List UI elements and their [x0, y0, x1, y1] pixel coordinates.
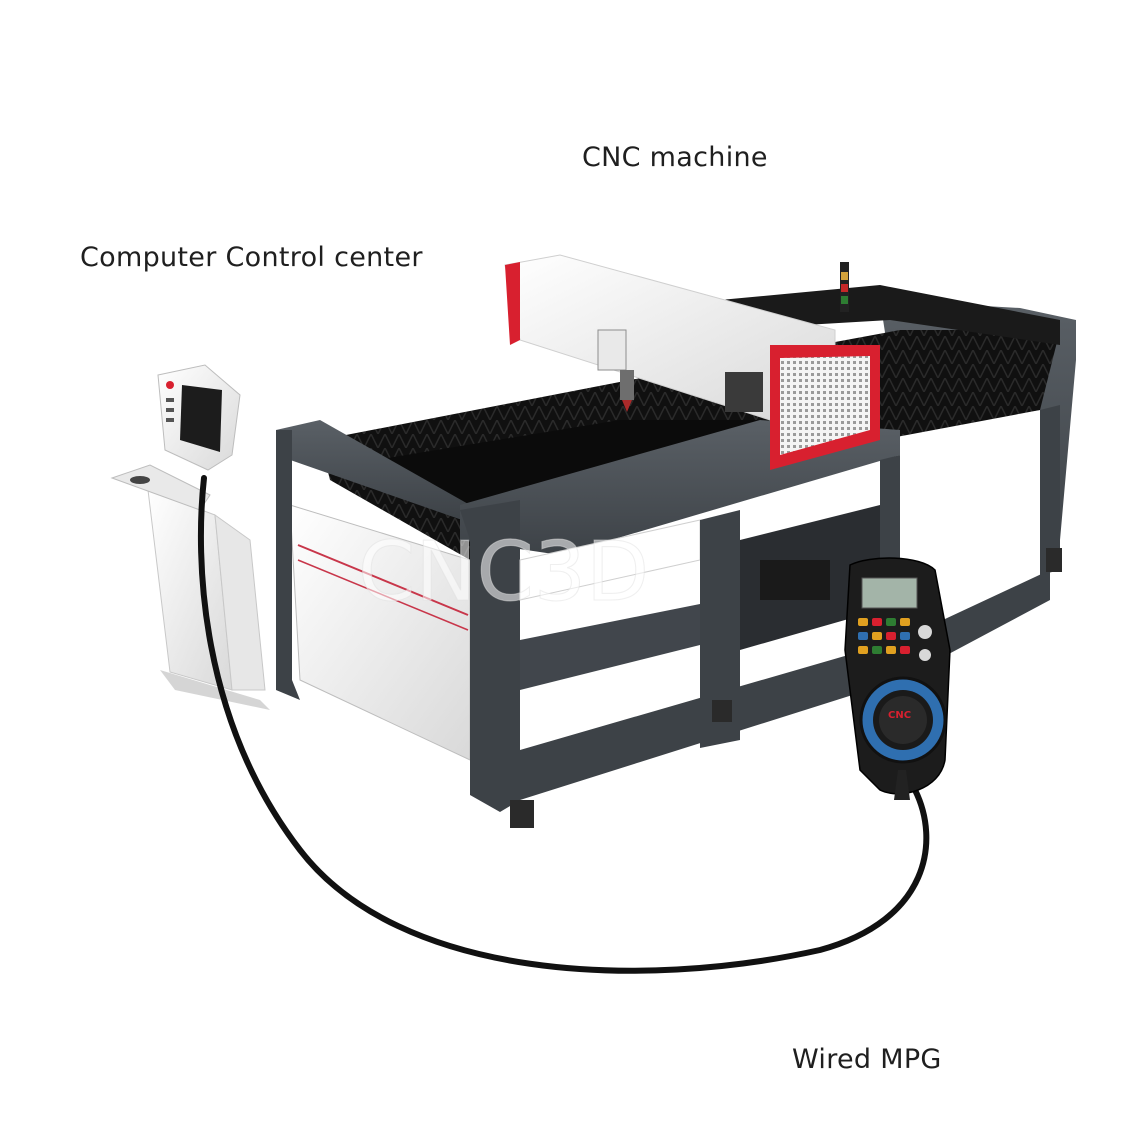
pendant-keypad	[858, 618, 932, 661]
foot	[1046, 548, 1062, 572]
wired-mpg-pendant: CNC	[844, 557, 951, 800]
foot	[712, 700, 732, 722]
gantry-left-end	[505, 262, 520, 345]
foot	[510, 800, 534, 828]
front-corner-leg	[460, 500, 520, 812]
pendant-strain-relief	[894, 770, 910, 800]
front-crossbar	[520, 600, 720, 690]
emergency-stop-icon	[166, 381, 174, 389]
console-screen	[180, 385, 222, 452]
label-cnc-machine: CNC machine	[582, 142, 768, 173]
far-leg	[1040, 405, 1060, 575]
left-rail	[276, 420, 470, 520]
cnc-machine: CNC3D	[276, 254, 1076, 828]
label-computer-control-center: Computer Control center	[80, 242, 423, 273]
mid-leg	[700, 510, 740, 748]
laser-head-icon	[597, 329, 627, 371]
gantry-motor	[725, 372, 763, 412]
computer-control-center	[110, 364, 270, 710]
gantry-vent-grid	[780, 356, 870, 455]
pendant-badge: CNC	[888, 710, 911, 721]
front-left-leg	[276, 430, 300, 700]
keyboard-tray	[110, 464, 211, 511]
pendant-display	[861, 577, 918, 609]
pendant-cable	[197, 475, 930, 974]
label-wired-mpg: Wired MPG	[792, 1044, 942, 1075]
watermark: CNC3D	[358, 525, 649, 620]
rear-rail	[720, 285, 1060, 345]
signal-light-icon	[840, 262, 849, 312]
pendant-wheel-icon: CNC	[859, 676, 947, 764]
base-rail	[520, 570, 1050, 800]
